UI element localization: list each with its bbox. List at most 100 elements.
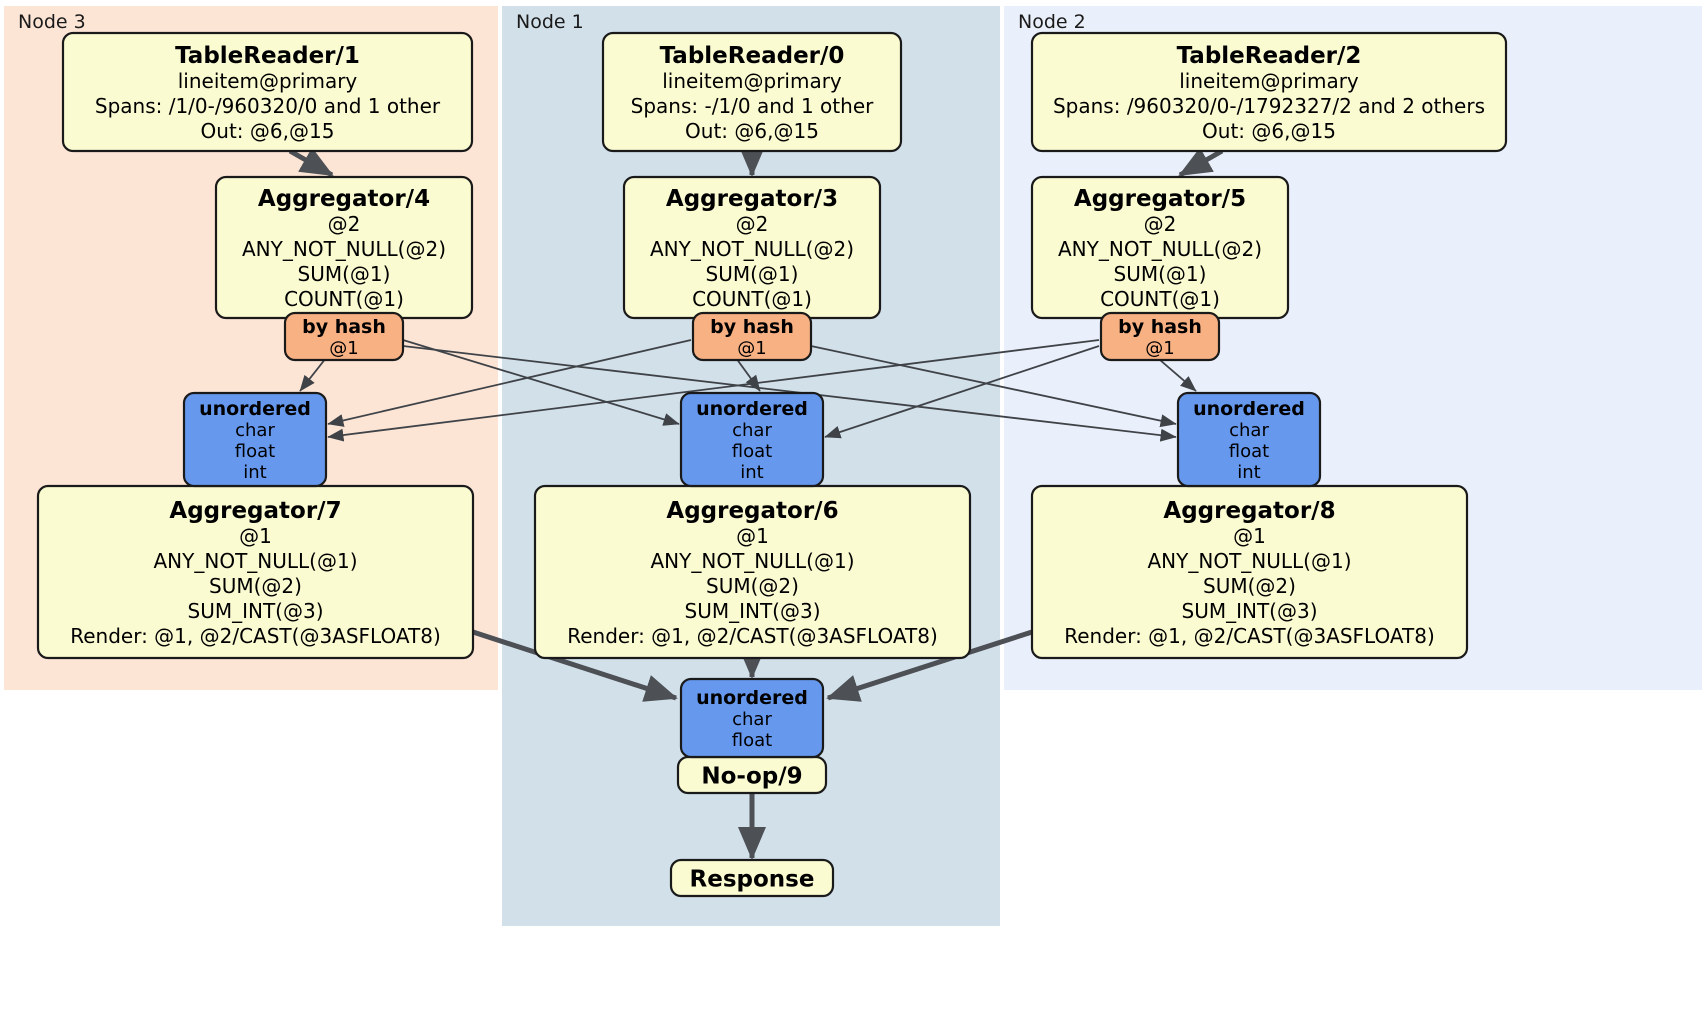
node-title: unordered	[199, 398, 311, 420]
node-detail-line: Out: @6,@15	[1202, 119, 1336, 143]
edge-hash3-to-unordered7	[327, 339, 692, 427]
node-title: by hash	[302, 316, 386, 338]
node-detail-line: SUM(@1)	[298, 262, 391, 286]
node-detail-line: @2	[1144, 212, 1177, 236]
node-title: unordered	[696, 687, 808, 709]
edge-tr2-to-agg5	[1178, 147, 1224, 178]
edges-layer	[288, 144, 1224, 861]
edge-hash5-to-unordered6	[824, 345, 1100, 439]
node-title: TableReader/0	[660, 43, 845, 69]
node-shape	[1099, 311, 1221, 362]
node-aggregator-3[interactable]: Aggregator/3@2ANY_NOT_NULL(@2)SUM(@1)COU…	[622, 175, 882, 320]
node-detail-line: ANY_NOT_NULL(@2)	[650, 237, 854, 261]
node-title: unordered	[1193, 398, 1305, 420]
node-detail-line: char	[1229, 420, 1269, 441]
edge-agg8-to-final	[826, 629, 1033, 702]
node-shape	[679, 391, 825, 488]
node-detail-line: Render: @1, @2/CAST(@3ASFLOAT8)	[70, 624, 441, 648]
node-detail-line: SUM(@2)	[1203, 574, 1296, 598]
node-title: Aggregator/4	[258, 186, 430, 212]
node-shape	[283, 311, 405, 362]
node-detail-line: ANY_NOT_NULL(@1)	[1148, 549, 1352, 573]
node-detail-line: ANY_NOT_NULL(@2)	[1058, 237, 1262, 261]
node-detail-line: COUNT(@1)	[1100, 287, 1220, 311]
edge-tr1-to-agg4	[288, 147, 334, 178]
edge-hash3-to-unordered8	[810, 345, 1177, 428]
edge-hash5-to-unordered7	[327, 339, 1100, 442]
node-detail-line: @1	[329, 338, 358, 359]
node-detail-line: char	[732, 709, 772, 730]
node-detail-line: SUM(@2)	[706, 574, 799, 598]
node-detail-line: float	[732, 730, 772, 751]
node-shape	[182, 391, 328, 488]
node-byhash-4[interactable]: by hash@1	[283, 311, 405, 362]
node-detail-line: @1	[1145, 338, 1174, 359]
node-title: TableReader/2	[1177, 43, 1362, 69]
node-detail-line: lineitem@primary	[1179, 69, 1359, 93]
node-shape	[1176, 391, 1322, 488]
node-detail-line: char	[732, 420, 772, 441]
node-title: TableReader/1	[175, 43, 360, 69]
node-response[interactable]: Response	[669, 858, 835, 898]
node-detail-line: @1	[1233, 524, 1266, 548]
node-detail-line: COUNT(@1)	[692, 287, 812, 311]
node-detail-line: char	[235, 420, 275, 441]
node-shape	[61, 31, 474, 153]
edge-hash4-to-unordered7	[299, 357, 327, 392]
node-title: by hash	[1118, 316, 1202, 338]
node-byhash-3[interactable]: by hash@1	[691, 311, 813, 362]
node-detail-line: float	[1229, 441, 1269, 462]
node-detail-line: Render: @1, @2/CAST(@3ASFLOAT8)	[1064, 624, 1435, 648]
node-detail-line: @1	[737, 338, 766, 359]
node-aggregator-4[interactable]: Aggregator/4@2ANY_NOT_NULL(@2)SUM(@1)COU…	[214, 175, 474, 320]
node-shape	[601, 31, 903, 153]
node-detail-line: Out: @6,@15	[201, 119, 335, 143]
node-detail-line: Spans: /960320/0-/1792327/2 and 2 others	[1053, 94, 1485, 118]
panel-label: Node 2	[1018, 11, 1086, 33]
node-title: Aggregator/3	[666, 186, 838, 212]
node-detail-line: @1	[736, 524, 769, 548]
node-byhash-5[interactable]: by hash@1	[1099, 311, 1221, 362]
node-aggregator-6[interactable]: Aggregator/6@1ANY_NOT_NULL(@1)SUM(@2)SUM…	[533, 484, 972, 660]
node-detail-line: SUM(@2)	[209, 574, 302, 598]
node-title: Aggregator/7	[169, 498, 341, 524]
node-title: by hash	[710, 316, 794, 338]
node-detail-line: @1	[239, 524, 272, 548]
node-noop-9[interactable]: No-op/9	[676, 755, 828, 795]
node-detail-line: SUM_INT(@3)	[1182, 599, 1318, 623]
node-detail-line: Render: @1, @2/CAST(@3ASFLOAT8)	[567, 624, 938, 648]
edge-hash4-to-unordered8	[402, 345, 1177, 442]
node-aggregator-8[interactable]: Aggregator/8@1ANY_NOT_NULL(@1)SUM(@2)SUM…	[1030, 484, 1469, 660]
node-title: Aggregator/5	[1074, 186, 1246, 212]
panel-label: Node 3	[18, 11, 86, 33]
node-detail-line: @2	[736, 212, 769, 236]
node-detail-line: SUM(@1)	[1114, 262, 1207, 286]
node-title: Aggregator/6	[666, 498, 838, 524]
node-detail-line: Spans: -/1/0 and 1 other	[631, 94, 874, 118]
node-detail-line: float	[732, 441, 772, 462]
node-title: No-op/9	[701, 763, 802, 789]
edge-agg7-to-final	[472, 629, 678, 702]
node-aggregator-5[interactable]: Aggregator/5@2ANY_NOT_NULL(@2)SUM(@1)COU…	[1030, 175, 1290, 320]
node-detail-line: int	[740, 462, 763, 483]
panel-label: Node 1	[516, 11, 584, 33]
node-detail-line: float	[235, 441, 275, 462]
node-detail-line: ANY_NOT_NULL(@1)	[154, 549, 358, 573]
node-detail-line: int	[243, 462, 266, 483]
node-detail-line: lineitem@primary	[662, 69, 842, 93]
node-shape	[691, 311, 813, 362]
node-detail-line: @2	[328, 212, 361, 236]
node-title: Aggregator/8	[1163, 498, 1335, 524]
node-aggregator-7[interactable]: Aggregator/7@1ANY_NOT_NULL(@1)SUM(@2)SUM…	[36, 484, 475, 660]
edge-hash4-to-unordered6	[402, 339, 680, 426]
